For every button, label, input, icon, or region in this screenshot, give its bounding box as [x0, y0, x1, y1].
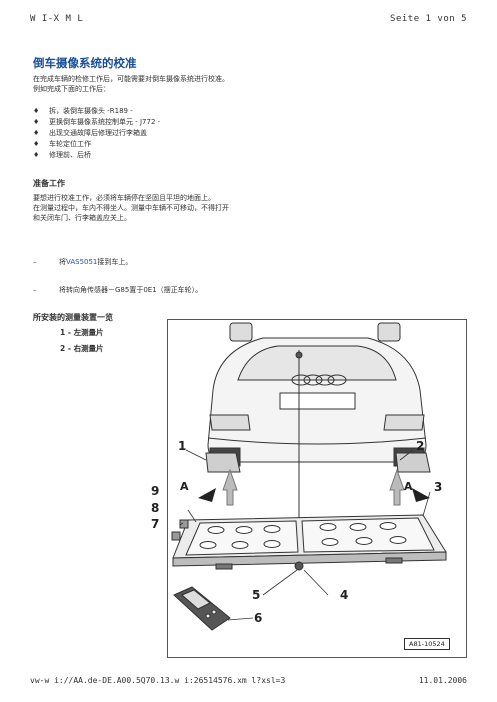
- callout-6: 6: [254, 611, 263, 625]
- list-item: ♦车轮定位工作: [33, 140, 91, 148]
- callout-5: 5: [252, 588, 261, 602]
- list-item: ♦拆，装倒车摄像头 -R189 -: [33, 107, 133, 115]
- list-item: ♦修理前、后桥: [33, 151, 91, 159]
- figure-reference: A81-10524: [404, 638, 450, 650]
- callout-2: 2: [416, 439, 425, 453]
- intro-line: 在完成车辆的检修工作后，可能需要对倒车摄像系统进行校准。: [33, 75, 229, 83]
- equipment-heading: 所安装的测量装置一览: [33, 313, 113, 322]
- prep-line: 和关闭车门、行李箱盖应关上。: [33, 214, 131, 222]
- header-left: W I-X M L: [30, 14, 84, 24]
- prep-line: 在测量过程中，车内不得坐人。测量中车辆不可移动，不得打开: [33, 204, 229, 212]
- bullet-list: ♦拆，装倒车摄像头 -R189 - ♦更换倒车摄像系统控制单元 - J772 -…: [33, 106, 473, 161]
- callout-4: 4: [340, 588, 349, 602]
- callout-1: 1: [178, 439, 187, 453]
- intro-text: 在完成车辆的检修工作后，可能需要对倒车摄像系统进行校准。 例如完成下面的工作后：: [33, 74, 473, 94]
- footer-url[interactable]: vw-w i://AA.de-DE.A00.5Q70.13.w i:265145…: [30, 676, 286, 685]
- callout-9: 9: [151, 484, 160, 498]
- callout-7: 7: [151, 517, 160, 531]
- page-title: 倒车摄像系统的校准: [33, 56, 137, 70]
- calibration-board: [171, 514, 447, 571]
- legend-item-2: 2 - 右测量片: [60, 344, 104, 353]
- prep-text: 要想进行校准工作，必须将车辆停在坚固且平坦的地面上。 在测量过程中，车内不得坐人…: [33, 193, 473, 223]
- header-right: Seite 1 von 5: [390, 14, 467, 24]
- callout-leaders: [179, 449, 431, 621]
- calibration-diagram: [171, 322, 447, 631]
- footer-date: 11.01.2006: [418, 676, 467, 685]
- measuring-plates: [205, 452, 431, 473]
- tester-device: [173, 586, 231, 631]
- car-rear-illustration: [207, 322, 427, 467]
- arrow-heads: [198, 488, 430, 502]
- legend-item-1: 1 - 左测量片: [60, 328, 104, 337]
- list-item: ♦更换倒车摄像系统控制单元 - J772 -: [33, 118, 161, 126]
- list-item: ♦出现交通故障后修理过行李箱盖: [33, 129, 147, 137]
- prep-heading: 准备工作: [33, 179, 65, 188]
- vas5051-link[interactable]: VAS5051: [66, 258, 98, 266]
- intro-line: 例如完成下面的工作后：: [33, 85, 110, 93]
- callout-a-right: A: [404, 480, 413, 493]
- callout-8: 8: [151, 501, 160, 515]
- prep-line: 要想进行校准工作，必须将车辆停在坚固且平坦的地面上。: [33, 194, 215, 202]
- callout-a-left: A: [180, 480, 189, 493]
- direction-arrows: [222, 468, 405, 506]
- calibration-figure: 1 2 3 4 5 6 7 8 9 A A A81-10524: [151, 319, 467, 658]
- step-1: –将VAS5051接到车上。: [33, 258, 133, 266]
- step-2: –将转向角传感器－G85置于0E1（摆正车轮）。: [33, 286, 203, 294]
- callout-3: 3: [434, 480, 443, 494]
